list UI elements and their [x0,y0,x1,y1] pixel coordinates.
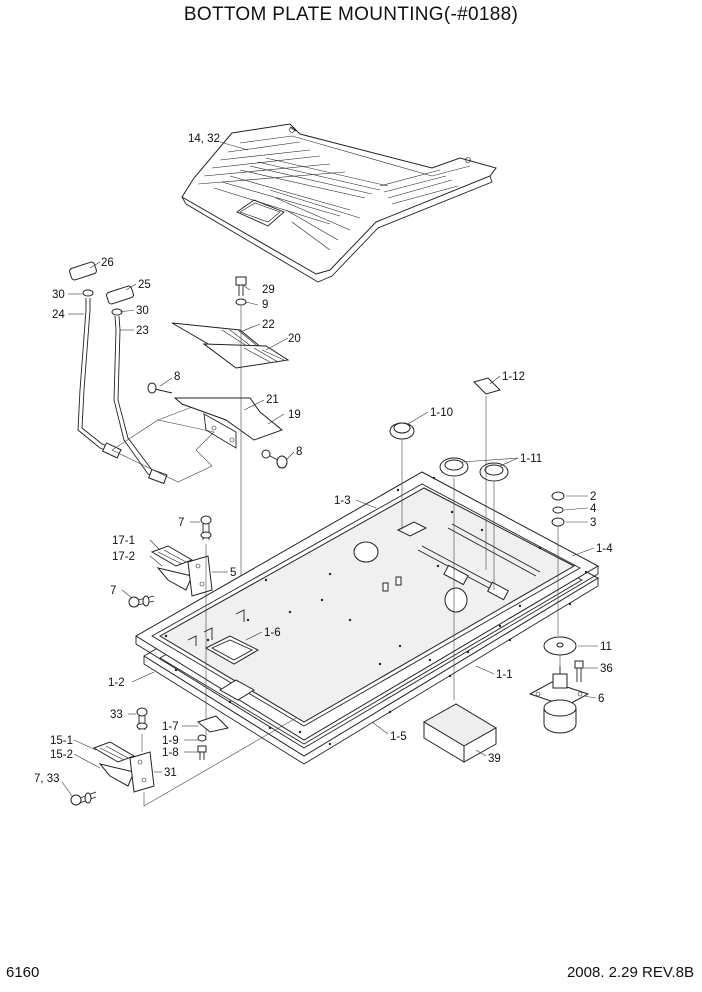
callout-1-8: 1-8 [162,747,179,759]
lever-left [69,261,122,459]
callout-21: 21 [266,394,279,406]
callout-7-lower: 7 [110,585,116,597]
callout-36: 36 [600,663,613,675]
callout-1-2: 1-2 [108,677,125,689]
bolt-7-lower [128,595,155,608]
callout-1-9: 1-9 [162,735,179,747]
callout-33: 33 [110,709,123,721]
callout-3: 3 [590,517,596,529]
callout-6: 6 [598,693,604,705]
bolt-7-33 [70,791,97,806]
disc-11 [543,636,577,656]
bolt-33 [136,707,148,730]
callout-22: 22 [262,319,275,331]
callout-30-right: 30 [136,305,149,317]
page-title: BOTTOM PLATE MOUNTING(-#0188) [183,4,519,25]
pedal-assembly [147,322,290,469]
callout-15-2: 15-2 [50,749,73,761]
callout-8-upper: 8 [174,371,180,383]
callout-1-5: 1-5 [390,731,407,743]
pad-1-12 [473,377,501,395]
gaskets-1-11 [439,457,509,482]
pad-39 [423,703,497,763]
callout-30-left: 30 [52,289,65,301]
pedal-15 [92,741,155,793]
bolt-36 [574,660,584,682]
callout-1-10: 1-10 [430,407,453,419]
callout-5: 5 [230,567,236,579]
bottom-plate [135,471,600,765]
callout-7-33: 7, 33 [34,773,60,785]
callout-17-1: 17-1 [112,535,135,547]
callout-1-12: 1-12 [502,371,525,383]
bolt-29 [235,276,247,306]
callout-1-4: 1-4 [596,543,613,555]
callout-1-6: 1-6 [264,627,281,639]
washer-stack [551,491,565,527]
pedal-17 [150,545,213,597]
grommet-1-10 [389,422,415,440]
latch-1-7 [196,715,229,760]
motor-6 [528,666,590,734]
callout-1-7: 1-7 [162,721,179,733]
callout-20: 20 [288,333,301,345]
callout-1-1: 1-1 [496,669,513,681]
floor-mat [181,123,497,283]
leader-lines [61,141,598,797]
callout-17-2: 17-2 [112,551,135,563]
callout-25: 25 [138,279,151,291]
page-number: 6160 [6,964,40,981]
callout-15-1: 15-1 [50,735,73,747]
callout-1-11: 1-11 [520,453,542,465]
callout-24: 24 [52,309,65,321]
callout-19: 19 [288,409,301,421]
callout-8-lower: 8 [296,446,302,458]
callout-39: 39 [488,753,501,765]
callout-29: 29 [262,284,275,296]
callout-1-3: 1-3 [334,495,351,507]
callout-2: 2 [590,491,596,503]
callout-7-upper: 7 [178,517,184,529]
callout-9: 9 [262,299,268,311]
callout-11: 11 [600,641,612,653]
callout-4: 4 [590,503,597,515]
bolt-7-upper [200,515,212,540]
callout-14-32: 14, 32 [188,133,220,145]
callout-26: 26 [101,257,114,269]
callout-23: 23 [136,325,149,337]
callout-31: 31 [164,767,177,779]
revision-label: 2008. 2.29 REV.8B [566,964,694,981]
